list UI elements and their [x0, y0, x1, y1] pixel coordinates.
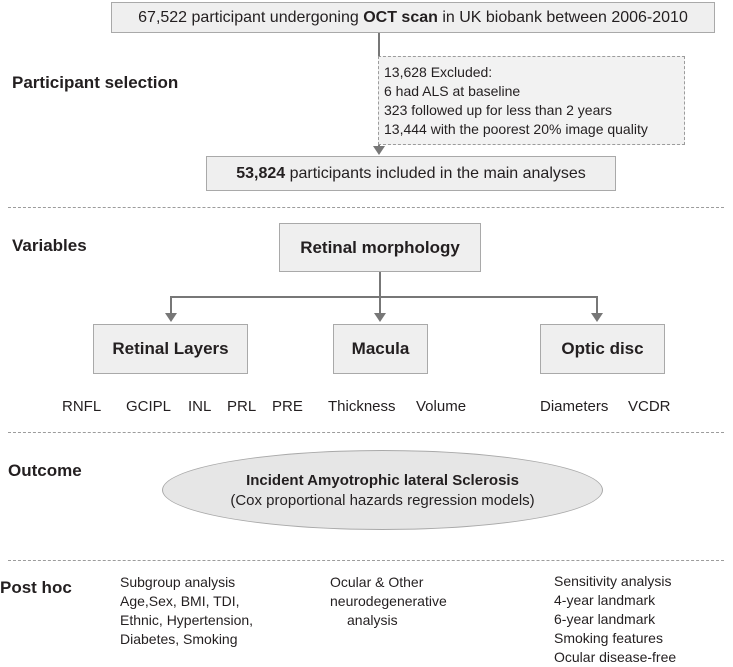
- layer-item-gcipl: GCIPL: [126, 398, 172, 415]
- list-item: Ocular disease-free: [554, 649, 677, 665]
- section-variables: Variables: [12, 236, 87, 255]
- total-participants-box: 67,522 participant undergoning OCT scan …: [111, 2, 715, 33]
- list-item: neurodegenerative: [330, 593, 447, 609]
- macula-label: Macula: [351, 339, 410, 358]
- outcome-subtitle: (Cox proportional hazards regression mod…: [230, 491, 535, 509]
- section-participant-selection: Participant selection: [12, 73, 179, 92]
- post-hoc-ocular-list: Ocular & Other neurodegenerative analysi…: [330, 573, 447, 630]
- exclusion-box: 13,628 Excluded: 6 had ALS at baseline 3…: [378, 56, 685, 145]
- list-item: 6-year landmark: [554, 611, 656, 627]
- optic-item-diameters: Diameters: [540, 398, 609, 415]
- layer-item-rnfl: RNFL: [62, 398, 102, 415]
- section-divider: [8, 560, 724, 561]
- layer-item-prl: PRL: [227, 398, 257, 415]
- macula-box: Macula: [333, 324, 428, 374]
- list-item: 4-year landmark: [554, 592, 656, 608]
- arrow-optic-disc: [591, 313, 603, 322]
- exclusion-line: 13,628 Excluded:: [384, 64, 493, 80]
- list-item: analysis: [347, 612, 398, 628]
- total-participants-text: 67,522 participant undergoning OCT scan …: [138, 8, 688, 26]
- exclusion-line: 6 had ALS at baseline: [384, 83, 521, 99]
- exclusion-line: 323 followed up for less than 2 years: [384, 102, 613, 118]
- post-hoc-subgroup-list: Subgroup analysis Age,Sex, BMI, TDI, Eth…: [120, 573, 253, 649]
- macula-item-volume: Volume: [416, 398, 467, 415]
- outcome-ellipse: Incident Amyotrophic lateral Sclerosis (…: [162, 450, 603, 530]
- optic-disc-box: Optic disc: [540, 324, 665, 374]
- connector-left: [170, 296, 172, 313]
- list-item: Ocular & Other: [330, 574, 424, 590]
- list-item: Sensitivity analysis: [554, 573, 672, 589]
- connector-middle: [379, 296, 381, 313]
- list-item: Age,Sex, BMI, TDI,: [120, 593, 240, 609]
- layer-item-inl: INL: [188, 398, 212, 415]
- retinal-morphology-label: Retinal morphology: [300, 237, 460, 257]
- section-outcome: Outcome: [8, 461, 82, 480]
- retinal-layers-label: Retinal Layers: [112, 339, 229, 358]
- connector-stem: [379, 272, 381, 297]
- list-item: Diabetes, Smoking: [120, 631, 238, 647]
- connector-horizontal: [170, 296, 597, 298]
- section-divider: [8, 432, 724, 433]
- section-post-hoc: Post hoc: [0, 578, 72, 597]
- list-item: Ethnic, Hypertension,: [120, 612, 254, 628]
- connector-right: [596, 296, 598, 313]
- list-item: Subgroup analysis: [120, 574, 236, 590]
- arrow-selection-head: [373, 146, 385, 155]
- included-participants-box: 53,824 participants included in the main…: [206, 156, 616, 191]
- macula-item-thickness: Thickness: [328, 398, 396, 415]
- list-item: Smoking features: [554, 630, 663, 646]
- included-participants-text: 53,824 participants included in the main…: [236, 164, 586, 182]
- optic-item-vcdr: VCDR: [628, 398, 671, 415]
- retinal-morphology-box: Retinal morphology: [279, 223, 481, 272]
- arrow-macula: [374, 313, 386, 322]
- outcome-title: Incident Amyotrophic lateral Sclerosis: [246, 471, 519, 489]
- optic-disc-label: Optic disc: [561, 339, 644, 358]
- arrow-retinal-layers: [165, 313, 177, 322]
- layer-item-pre: PRE: [272, 398, 303, 415]
- exclusion-line: 13,444 with the poorest 20% image qualit…: [384, 121, 648, 137]
- post-hoc-sensitivity-list: Sensitivity analysis 4-year landmark 6-y…: [554, 572, 676, 667]
- section-divider: [8, 207, 724, 208]
- retinal-layers-box: Retinal Layers: [93, 324, 248, 374]
